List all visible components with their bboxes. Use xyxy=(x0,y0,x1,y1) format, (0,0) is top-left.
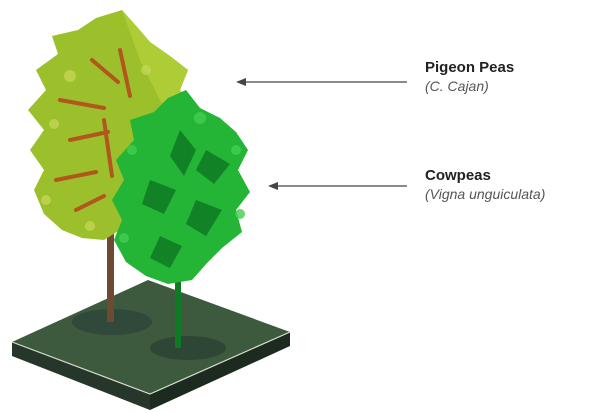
pigeon-pea-scientific-name: (C. Cajan) xyxy=(425,77,585,96)
pigeon-pea-arrow xyxy=(236,78,407,86)
cowpea-common-name: Cowpeas xyxy=(425,166,585,185)
pigeon-pea-label: Pigeon Peas (C. Cajan) xyxy=(425,58,585,96)
cowpea-scientific-name: (Vigna unguiculata) xyxy=(425,185,585,204)
cowpea-shadow xyxy=(150,336,226,360)
ground-top xyxy=(12,280,290,394)
cowpea-arrow xyxy=(268,182,407,190)
pigeon-pea-common-name: Pigeon Peas xyxy=(425,58,585,77)
ground-tile xyxy=(12,280,290,410)
cowpea-label: Cowpeas (Vigna unguiculata) xyxy=(425,166,585,204)
